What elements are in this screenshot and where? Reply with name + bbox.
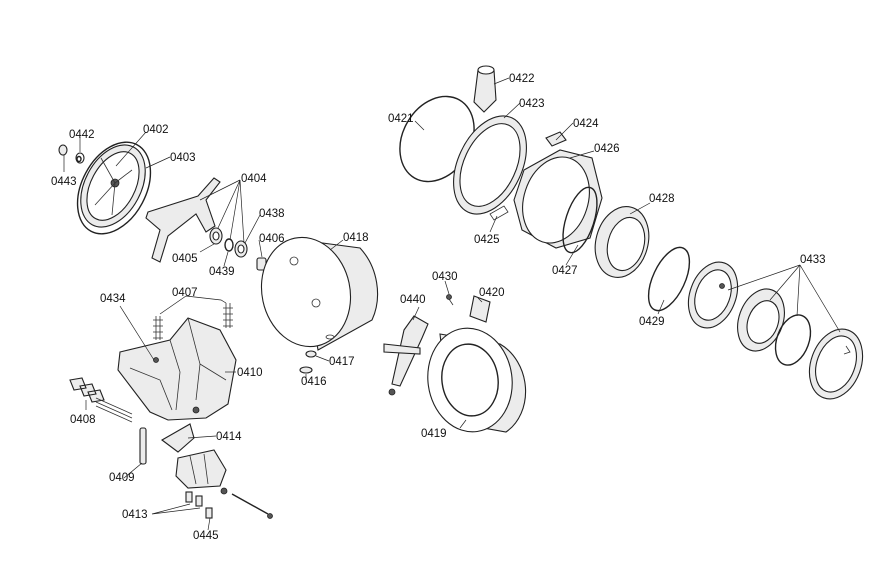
part-0445: [205, 507, 213, 519]
label-0421: 0421: [388, 113, 414, 125]
lower-tub-group: [69, 303, 237, 465]
gasket-group: [594, 206, 691, 312]
lifter-0420: [469, 295, 491, 323]
label-0420: 0420: [479, 287, 505, 299]
bolt-rod: [231, 493, 269, 515]
label-0419: 0419: [421, 428, 447, 440]
label-0426: 0426: [594, 143, 620, 155]
leader-lines: [63, 77, 841, 531]
label-0445: 0445: [193, 530, 219, 542]
label-0418: 0418: [343, 232, 369, 244]
label-0408: 0408: [70, 414, 96, 426]
label-0402: 0402: [143, 124, 169, 136]
door-inner-ring-0433: [774, 314, 812, 366]
label-0428: 0428: [649, 193, 675, 205]
label-0406: 0406: [259, 233, 285, 245]
label-0413: 0413: [122, 509, 148, 521]
label-0438: 0438: [259, 208, 285, 220]
label-0403: 0403: [170, 152, 196, 164]
damper-0409: [139, 427, 147, 465]
plug-0416: [299, 366, 313, 374]
label-0434: 0434: [100, 293, 126, 305]
drum-spider-group: [145, 177, 267, 271]
label-0439: 0439: [209, 266, 235, 278]
label-0443: 0443: [51, 176, 77, 188]
label-0440: 0440: [400, 294, 426, 306]
brackets-0408: [69, 377, 105, 403]
label-0425: 0425: [474, 234, 500, 246]
motor-0413: [175, 449, 227, 489]
drum-spider-0404: [145, 177, 221, 263]
label-0410: 0410: [237, 367, 263, 379]
lower-tub-0410: [117, 317, 237, 421]
label-0407: 0407: [172, 287, 198, 299]
label-0404: 0404: [241, 173, 267, 185]
clamp-ring-0427: [562, 186, 598, 254]
label-0429: 0429: [639, 316, 665, 328]
label-0416: 0416: [301, 376, 327, 388]
spring-0407-left: [153, 316, 163, 340]
clamp-0424: [545, 131, 567, 147]
label-0430: 0430: [432, 271, 458, 283]
drive-belt-0403: [76, 141, 152, 235]
motor-bracket-0414: [161, 423, 195, 453]
label-0405: 0405: [172, 253, 198, 265]
drive-pulley-group: [58, 141, 152, 235]
gasket-clamp-0429: [647, 246, 691, 312]
front-tub-group: [399, 65, 603, 254]
nut-0443: [58, 144, 68, 156]
door-group: [687, 261, 864, 400]
screw-0430: [446, 294, 452, 300]
inner-drum-group: [383, 294, 527, 433]
label-0417: 0417: [329, 356, 355, 368]
label-0422: 0422: [509, 73, 535, 85]
part-labels: 0442 0443 0402 0403 0404 0438 0406 0405 …: [51, 73, 826, 542]
hose-0425: [489, 205, 509, 221]
circlip-0439: [224, 238, 234, 252]
clip-0413a: [185, 491, 193, 503]
label-0442: 0442: [69, 129, 95, 141]
bellows-0422: [473, 69, 497, 113]
clip-0413b: [195, 495, 203, 507]
spring-0407-right: [223, 303, 233, 328]
label-0424: 0424: [573, 118, 599, 130]
plug-0417: [305, 350, 317, 358]
label-0433: 0433: [800, 254, 826, 266]
rear-tub-group: [260, 236, 379, 374]
label-0409: 0409: [109, 472, 135, 484]
label-0423: 0423: [519, 98, 545, 110]
label-0427: 0427: [552, 265, 578, 277]
motor-group: [161, 423, 273, 519]
label-0414: 0414: [216, 431, 242, 443]
